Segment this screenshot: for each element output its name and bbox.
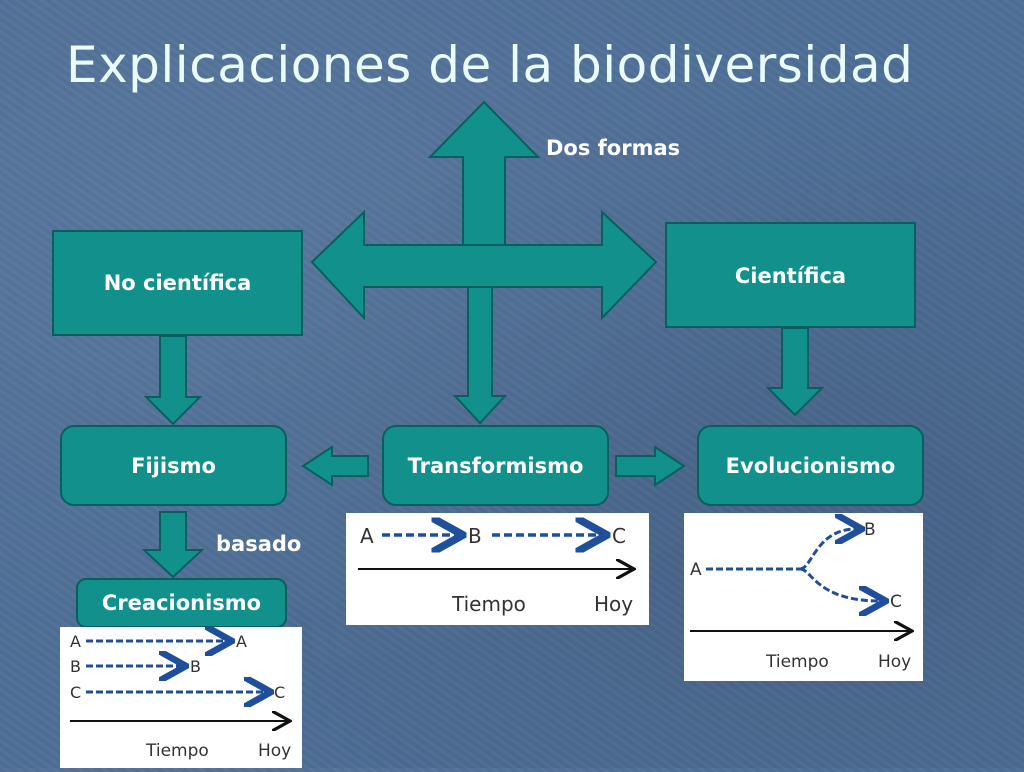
evo-branch-c: C [890,592,902,612]
fij-row-c: C [70,683,81,702]
box-transformismo: Transformismo [382,425,609,506]
trans-point-a: A [360,524,374,548]
trans-point-c: C [612,524,626,548]
fij-end-a: A [236,632,247,651]
arrow-down-left [143,335,203,426]
inset-fijismo-diagram: A A B B C C Tiempo Hoy [60,627,302,768]
inset-transformismo-diagram: A B C Tiempo Hoy [346,513,649,625]
box-fijismo: Fijismo [60,425,287,506]
arrow-down-right [765,327,825,417]
trans-axis-now: Hoy [594,592,633,616]
evo-branch-b: B [864,520,876,540]
box-cientifica: Científica [665,222,916,328]
arrow-left-small [301,445,369,487]
evo-origin-a: A [690,560,702,580]
fij-end-c: C [274,683,285,702]
evo-axis-now: Hoy [878,652,911,672]
arrow-up [427,100,541,246]
trans-axis-time: Tiempo [451,592,526,616]
arrow-down-fijismo [141,511,205,579]
dos-formas-label: Dos formas [546,136,681,160]
page-title: Explicaciones de la biodiversidad [66,36,914,94]
fij-end-b: B [190,657,201,676]
basado-label: basado [216,532,302,556]
inset-evolucionismo-diagram: A B C Tiempo Hoy [684,513,923,681]
box-no-cientifica: No científica [52,230,303,336]
evo-axis-time: Tiempo [765,652,829,672]
fij-row-b: B [70,657,81,676]
arrow-down-center [452,286,508,425]
box-creacionismo: Creacionismo [76,578,287,628]
box-evolucionismo: Evolucionismo [697,425,924,506]
trans-point-b: B [468,524,482,548]
fij-axis-time: Tiempo [145,741,209,761]
arrow-right-small [615,445,686,487]
fij-row-a: A [70,632,81,651]
arrow-left-right [310,209,658,321]
fij-axis-now: Hoy [258,741,291,761]
